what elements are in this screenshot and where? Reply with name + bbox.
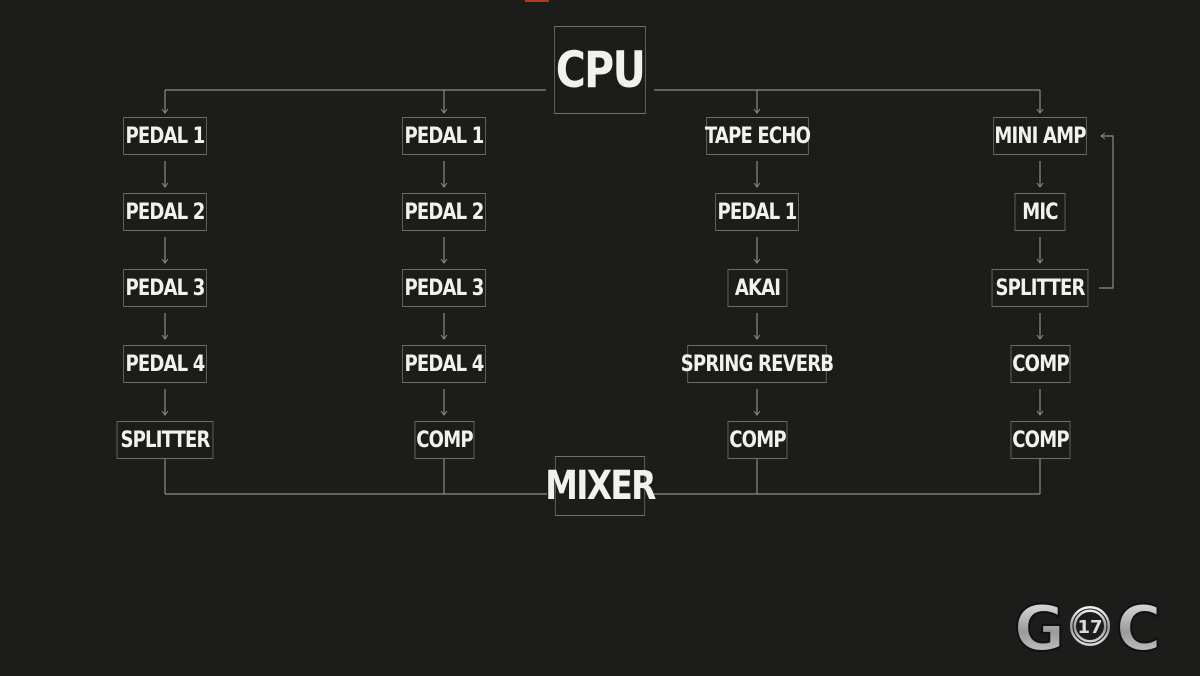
chain-1-node-pedal-2-2: PEDAL 2 bbox=[123, 193, 207, 231]
chain-2-node-pedal-4-4: PEDAL 4 bbox=[402, 345, 486, 383]
chain-2-node-pedal-1-1: PEDAL 1 bbox=[402, 117, 486, 155]
chain-4-node-comp-5: COMP bbox=[1010, 421, 1070, 459]
chain-3-node-pedal-1-2: PEDAL 1 bbox=[715, 193, 799, 231]
gdc-logo: G 17 C bbox=[1013, 591, 1163, 664]
chain-3-node-spring-reverb-4: SPRING REVERB bbox=[681, 345, 834, 383]
chain-1-node-pedal-1-1: PEDAL 1 bbox=[123, 117, 207, 155]
chain-4-node-splitter-3: SPLITTER bbox=[991, 269, 1089, 307]
top-accent-mark bbox=[525, 0, 549, 2]
chain-1-node-splitter-5: SPLITTER bbox=[116, 421, 214, 459]
chain-3-node-tape-echo-1: TAPE ECHO bbox=[704, 117, 810, 155]
chain-4-node-mini-amp-1: MINI AMP bbox=[993, 117, 1087, 155]
logo-letter-c: C bbox=[1116, 592, 1162, 664]
logo-year: 17 bbox=[1077, 617, 1102, 638]
feedback-loop-arrow bbox=[1099, 136, 1114, 289]
chain-4-node-mic-2: MIC bbox=[1014, 193, 1066, 231]
logo-letter-g: G bbox=[1014, 592, 1065, 664]
mixer-box: MIXER bbox=[545, 456, 656, 516]
chain-2-node-pedal-3-3: PEDAL 3 bbox=[402, 269, 486, 307]
chain-1-node-pedal-4-4: PEDAL 4 bbox=[123, 345, 207, 383]
chain-1-node-pedal-3-3: PEDAL 3 bbox=[123, 269, 207, 307]
chain-3-node-comp-5: COMP bbox=[727, 421, 787, 459]
chain-2-node-pedal-2-2: PEDAL 2 bbox=[402, 193, 486, 231]
cpu-box: CPU bbox=[554, 26, 646, 114]
chain-3-node-akai-3: AKAI bbox=[727, 269, 787, 307]
chain-4-node-comp-4: COMP bbox=[1010, 345, 1070, 383]
chain-2-node-comp-5: COMP bbox=[414, 421, 474, 459]
